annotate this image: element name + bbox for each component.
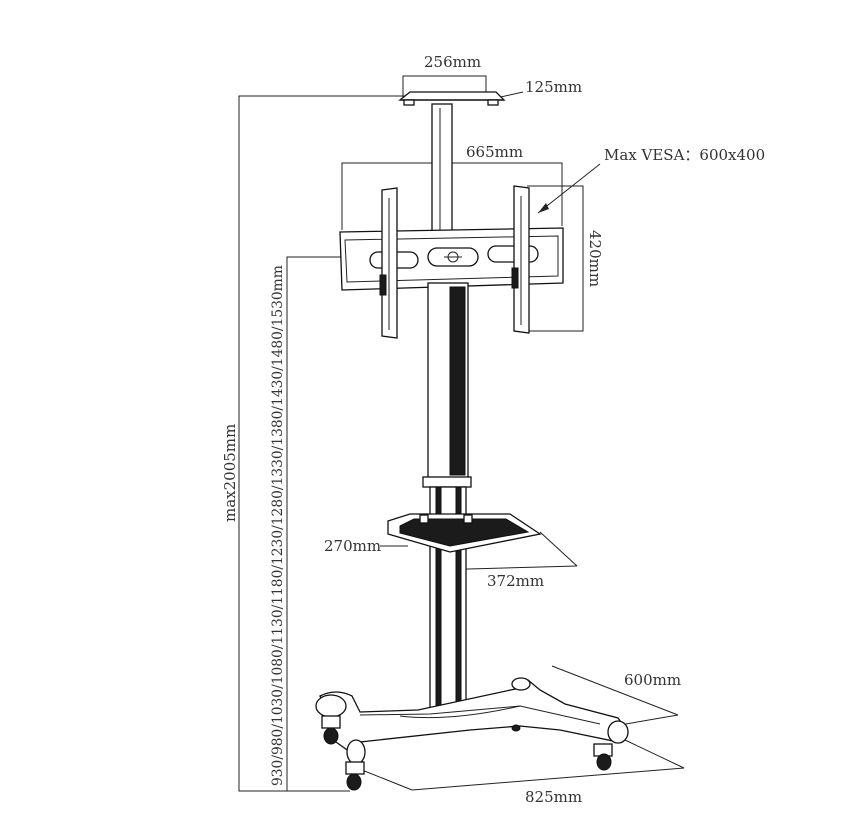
vesa-callout-label: Max VESA：600x400 (604, 146, 765, 164)
top-width-label: 256mm (424, 53, 481, 71)
dimension-labels: 256mm 125mm 665mm Max VESA：600x400 420mm… (221, 53, 765, 806)
shelf-depth-label: 270mm (324, 537, 381, 555)
base-width-label: 825mm (525, 788, 582, 806)
caster-wheels (321, 715, 613, 791)
adjustable-heights-label: 930/980/1030/1080/1130/1180/1230/1280/13… (270, 265, 286, 786)
mount-width-label: 665mm (466, 143, 523, 161)
total-height-label: max2005mm (221, 424, 239, 522)
top-depth-label: 125mm (525, 78, 582, 96)
shelf-width-label: 372mm (487, 572, 544, 590)
mount-height-label: 420mm (586, 230, 604, 287)
base-depth-label: 600mm (624, 671, 681, 689)
stand-illustration (315, 91, 629, 791)
